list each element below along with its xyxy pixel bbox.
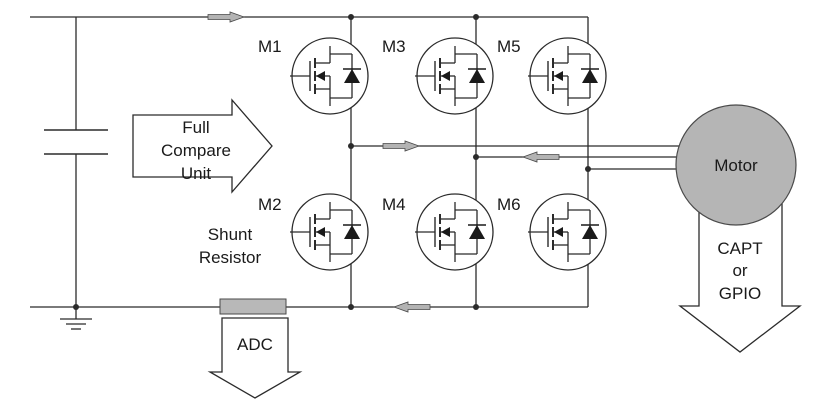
- full-compare-unit-line1: Full: [182, 118, 209, 137]
- current-flow-arrow-icon-phase2: [522, 151, 560, 163]
- shunt-resistor-icon: [219, 298, 287, 315]
- shunt-resistor-label-line1: Shunt: [208, 225, 253, 244]
- full-compare-unit-arrow: [132, 98, 273, 194]
- mosfet-icon-m4: [414, 193, 494, 271]
- mosfet-icon-m5: [527, 37, 607, 115]
- capt-gpio-line1: CAPT: [717, 239, 762, 258]
- current-flow-arrow-icon-phase1: [382, 140, 420, 152]
- full-compare-unit-line3: Unit: [181, 164, 212, 183]
- capt-gpio-arrow: [678, 195, 802, 353]
- label-m4: M4: [382, 195, 406, 214]
- label-m1: M1: [258, 37, 282, 56]
- motor-label: Motor: [714, 156, 758, 175]
- mosfet-icon-m2: [289, 193, 369, 271]
- mosfet-icon-m6: [527, 193, 607, 271]
- mosfet-icon-m1: [289, 37, 369, 115]
- ground-icon: [60, 307, 92, 330]
- capacitor-icon: [44, 17, 108, 307]
- label-m3: M3: [382, 37, 406, 56]
- current-flow-arrow-icon-bottom: [393, 301, 431, 313]
- label-m5: M5: [497, 37, 521, 56]
- shunt-resistor-label-line2: Resistor: [199, 248, 262, 267]
- junction-dots: [73, 14, 591, 310]
- capt-gpio-line3: GPIO: [719, 284, 762, 303]
- mosfet-icon-m3: [414, 37, 494, 115]
- capt-gpio-line2: or: [732, 261, 747, 280]
- label-m2: M2: [258, 195, 282, 214]
- adc-arrow: [207, 317, 303, 399]
- adc-label: ADC: [237, 335, 273, 354]
- current-flow-arrow-icon-top: [207, 11, 245, 23]
- motor-icon: [675, 104, 797, 226]
- label-m6: M6: [497, 195, 521, 214]
- full-compare-unit-line2: Compare: [161, 141, 231, 160]
